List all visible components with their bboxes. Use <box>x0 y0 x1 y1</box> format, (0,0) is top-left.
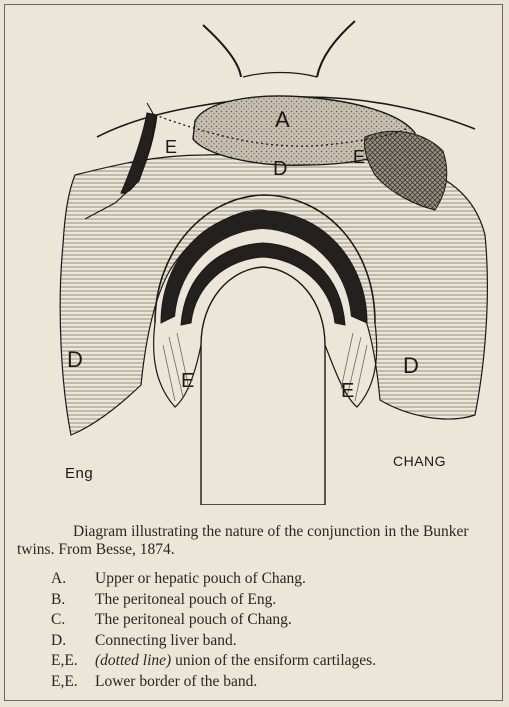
label-D-top: D <box>273 158 287 180</box>
legend-item: E,E. (dotted line) union of the ensiform… <box>51 651 501 672</box>
legend-desc: The peritoneal pouch of Chang. <box>95 610 292 631</box>
label-A: A <box>275 107 290 132</box>
twin-label-chang: Chang <box>393 453 446 469</box>
label-D-left: D <box>67 347 83 372</box>
legend-key: B. <box>51 590 95 611</box>
neck-arc <box>243 73 317 78</box>
label-E-lower-left: E <box>181 370 194 392</box>
twin-label-eng: Eng <box>65 465 93 482</box>
legend-item: C. The peritoneal pouch of Chang. <box>51 610 501 631</box>
diagram-svg: A D E E D D E E <box>5 5 504 505</box>
legend-key: C. <box>51 610 95 631</box>
page-frame: A D E E D D E E Eng Chang Diagram illust… <box>4 4 503 701</box>
label-E-upper-left: E <box>165 137 177 157</box>
legend-desc-italic: (dotted line) <box>95 652 171 669</box>
legend-item: D. Connecting liver band. <box>51 631 501 652</box>
legend-desc: (dotted line) union of the ensiform cart… <box>95 651 376 672</box>
legend-desc: Connecting liver band. <box>95 631 237 652</box>
legend-key: E,E. <box>51 672 95 693</box>
legend-key: A. <box>51 569 95 590</box>
figure-caption: Diagram illustrating the nature of the c… <box>17 523 502 559</box>
legend-key: E,E. <box>51 651 95 672</box>
central-opening <box>201 267 325 505</box>
neck-right-line <box>317 21 355 77</box>
conjunction-diagram: A D E E D D E E Eng Chang <box>5 5 504 505</box>
legend-key: D. <box>51 631 95 652</box>
legend-list: A. Upper or hepatic pouch of Chang. B. T… <box>51 569 501 692</box>
label-E-upper-right: E <box>353 147 365 167</box>
label-D-right: D <box>403 353 419 378</box>
label-E-lower-right: E <box>341 380 354 402</box>
legend-item: E,E. Lower border of the band. <box>51 672 501 693</box>
legend-item: B. The peritoneal pouch of Eng. <box>51 590 501 611</box>
legend-item: A. Upper or hepatic pouch of Chang. <box>51 569 501 590</box>
neck-left-line <box>203 25 241 77</box>
legend-desc: Lower border of the band. <box>95 672 257 693</box>
legend-desc: The peritoneal pouch of Eng. <box>95 590 276 611</box>
legend-desc: Upper or hepatic pouch of Chang. <box>95 569 306 590</box>
legend-desc-text: union of the ensiform cartilages. <box>171 652 376 669</box>
